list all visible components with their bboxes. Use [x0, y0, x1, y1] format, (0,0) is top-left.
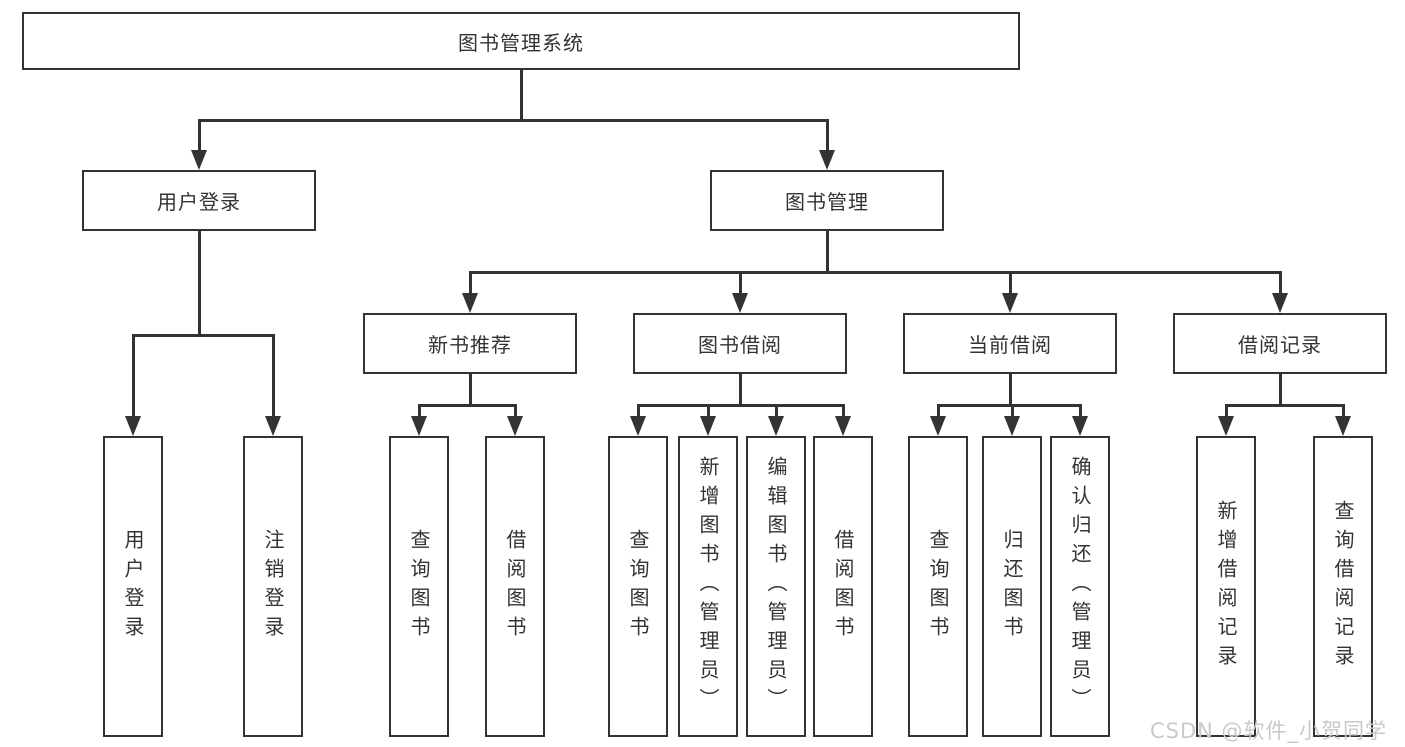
- connector-line: [738, 271, 742, 297]
- arrow-down-icon: [265, 416, 281, 436]
- node-library-management-system: 图书管理系统: [22, 12, 1020, 70]
- node-borrow-books-borrowing: 借阅图书: [813, 436, 873, 737]
- connector-line: [1008, 374, 1012, 407]
- connector-line: [636, 404, 845, 407]
- node-book-management: 图书管理: [710, 170, 944, 231]
- arrow-down-icon: [125, 416, 141, 436]
- node-add-books-admin: 新增图书（管理员）: [678, 436, 738, 737]
- arrow-down-icon: [930, 416, 946, 436]
- leaf-label: 借阅图书: [831, 528, 855, 645]
- node-query-books-recommend: 查询图书: [389, 436, 449, 737]
- leaf-label: 注销登录: [261, 528, 285, 645]
- node-new-book-recommendation: 新书推荐: [363, 313, 577, 374]
- node-logout-action: 注销登录: [243, 436, 303, 737]
- arrow-down-icon: [1218, 416, 1234, 436]
- node-user-login: 用户登录: [82, 170, 316, 231]
- connector-line: [197, 231, 201, 337]
- arrow-down-icon: [1272, 293, 1288, 313]
- arrow-down-icon: [1004, 416, 1020, 436]
- arrow-down-icon: [700, 416, 716, 436]
- connector-line: [513, 404, 517, 418]
- connector-line: [131, 334, 275, 337]
- node-return-books: 归还图书: [982, 436, 1042, 737]
- connector-line: [519, 69, 523, 122]
- leaf-label: 查询图书: [926, 528, 950, 645]
- leaf-label: 归还图书: [1000, 528, 1024, 645]
- arrow-down-icon: [411, 416, 427, 436]
- connector-line: [825, 119, 829, 153]
- node-current-borrowing: 当前借阅: [903, 313, 1117, 374]
- node-borrowing-records: 借阅记录: [1173, 313, 1387, 374]
- node-book-borrowing: 图书借阅: [633, 313, 847, 374]
- arrow-down-icon: [507, 416, 523, 436]
- connector-line: [271, 334, 275, 418]
- connector-line: [1224, 404, 1228, 418]
- node-add-borrow-record: 新增借阅记录: [1196, 436, 1256, 737]
- node-edit-books-admin: 编辑图书（管理员）: [746, 436, 806, 737]
- node-borrow-books-recommend: 借阅图书: [485, 436, 545, 737]
- arrow-down-icon: [462, 293, 478, 313]
- arrow-down-icon: [630, 416, 646, 436]
- arrow-down-icon: [819, 150, 835, 170]
- leaf-label: 借阅图书: [503, 528, 527, 645]
- leaf-label: 用户登录: [121, 528, 145, 645]
- connector-line: [1278, 374, 1282, 407]
- connector-line: [841, 404, 845, 418]
- arrow-down-icon: [835, 416, 851, 436]
- arrow-down-icon: [732, 293, 748, 313]
- node-query-borrow-record: 查询借阅记录: [1313, 436, 1373, 737]
- connector-line: [738, 374, 742, 407]
- connector-line: [468, 374, 472, 407]
- connector-line: [417, 404, 517, 407]
- connector-line: [636, 404, 640, 418]
- arrow-down-icon: [1072, 416, 1088, 436]
- node-query-books-borrowing: 查询图书: [608, 436, 668, 737]
- node-confirm-return-admin: 确认归还（管理员）: [1050, 436, 1110, 737]
- arrow-down-icon: [768, 416, 784, 436]
- connector-line: [1341, 404, 1345, 418]
- leaf-label: 新增图书（管理员）: [696, 456, 720, 717]
- connector-line: [131, 334, 135, 418]
- csdn-watermark: CSDN @软件_小贺同学: [1150, 719, 1388, 743]
- leaf-label: 查询图书: [407, 528, 431, 645]
- connector-line: [468, 271, 472, 297]
- connector-line: [1278, 271, 1282, 297]
- arrow-down-icon: [1335, 416, 1351, 436]
- leaf-label: 查询图书: [626, 528, 650, 645]
- connector-line: [774, 404, 778, 418]
- leaf-label: 新增借阅记录: [1214, 499, 1238, 674]
- node-user-login-action: 用户登录: [103, 436, 163, 737]
- connector-line: [197, 119, 829, 122]
- connector-line: [1224, 404, 1345, 407]
- node-query-books-current: 查询图书: [908, 436, 968, 737]
- arrow-down-icon: [191, 150, 207, 170]
- connector-line: [936, 404, 940, 418]
- connector-line: [1008, 271, 1012, 297]
- arrow-down-icon: [1002, 293, 1018, 313]
- leaf-label: 确认归还（管理员）: [1068, 456, 1092, 717]
- connector-line: [936, 404, 1082, 407]
- connector-line: [706, 404, 710, 418]
- connector-line: [1010, 404, 1014, 418]
- connector-line: [825, 231, 829, 274]
- leaf-label: 查询借阅记录: [1331, 499, 1355, 674]
- connector-line: [197, 119, 201, 153]
- connector-line: [1078, 404, 1082, 418]
- leaf-label: 编辑图书（管理员）: [764, 456, 788, 717]
- connector-line: [468, 271, 1282, 274]
- connector-line: [417, 404, 421, 418]
